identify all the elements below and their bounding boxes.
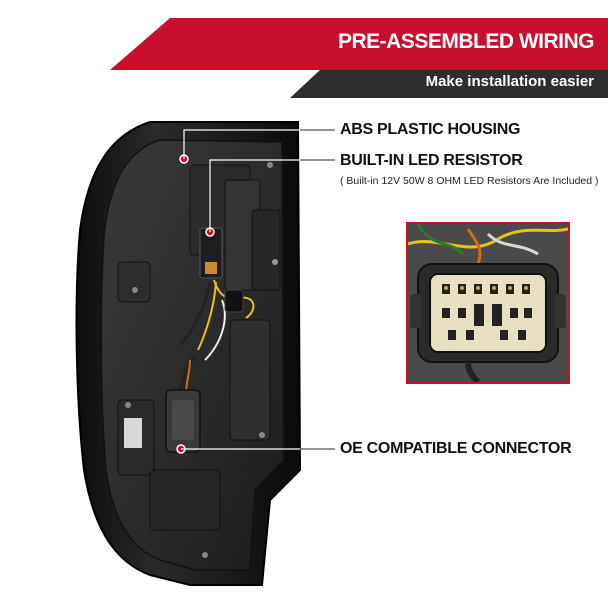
subheadline-banner bbox=[290, 70, 608, 98]
headline-title: PRE-ASSEMBLED WIRING bbox=[337, 30, 595, 53]
connector-closeup-image bbox=[408, 224, 568, 382]
connector-closeup-inset bbox=[406, 222, 570, 384]
callout-connector: OE COMPATIBLE CONNECTOR bbox=[340, 440, 572, 457]
callout-housing: ABS PLASTIC HOUSING bbox=[340, 121, 521, 138]
subheadline-text: Make installation easier bbox=[425, 73, 594, 90]
callout-resistor: BUILT-IN LED RESISTOR bbox=[340, 152, 523, 169]
headline-banner bbox=[110, 18, 608, 70]
callout-resistor-note: ( Built-in 12V 50W 8 OHM LED Resistors A… bbox=[340, 175, 599, 187]
